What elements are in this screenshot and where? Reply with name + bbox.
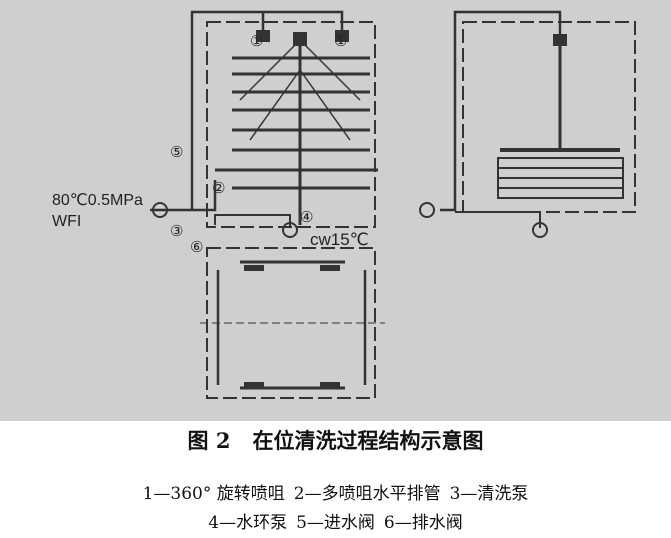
upper-chamber-left	[206, 21, 376, 228]
figure-number: 图 2	[187, 428, 231, 453]
marker-5: ⑤	[170, 144, 183, 161]
legend-item: 2—多喷咀水平排管	[293, 484, 441, 504]
cleaning-pump-symbol	[152, 202, 168, 218]
legend-item: 3—清洗泵	[449, 484, 529, 504]
water-ring-pump-symbol	[282, 222, 298, 238]
legend-item: 4—水环泵	[208, 513, 288, 533]
legend-line-2: 4—水环泵 5—进水阀 6—排水阀	[0, 509, 671, 538]
marker-1b: ①	[334, 33, 347, 50]
schematic-drawing: 80℃0.5MPa WFI cw15℃ ① ① ② ③ ④ ⑤ ⑥	[52, 10, 636, 399]
marker-1a: ①	[250, 33, 263, 50]
top-supply-pipe	[190, 10, 344, 210]
rotating-spray-nozzles	[244, 30, 567, 388]
marker-3: ③	[170, 223, 183, 240]
medium-label: WFI	[52, 213, 81, 230]
marker-6: ⑥	[190, 239, 203, 256]
cip-schematic: 80℃0.5MPa WFI cw15℃ ① ① ② ③ ④ ⑤ ⑥	[0, 0, 671, 421]
marker-4: ④	[300, 209, 313, 226]
inlet-line	[150, 180, 217, 212]
legend-item: 5—进水阀	[296, 513, 375, 533]
legend-item: 1—360° 旋转喷咀	[142, 484, 285, 504]
figure-title: 在位清洗过程结构示意图	[252, 428, 484, 453]
spec-label: 80℃0.5MPa	[52, 192, 143, 209]
cooling-label: cw15℃	[310, 230, 369, 249]
spray-bars	[215, 56, 378, 190]
legend-line-1: 1—360° 旋转喷咀 2—多喷咀水平排管 3—清洗泵	[0, 480, 671, 509]
figure-caption: 图 2 在位清洗过程结构示意图	[0, 425, 671, 455]
figure-legend: 1—360° 旋转喷咀 2—多喷咀水平排管 3—清洗泵 4—水环泵 5—进水阀 6—排水…	[0, 480, 671, 538]
legend-item: 6—排水阀	[383, 513, 463, 533]
chamber-right	[462, 21, 636, 213]
marker-2: ②	[212, 180, 225, 197]
pump-symbol-right	[419, 202, 435, 218]
